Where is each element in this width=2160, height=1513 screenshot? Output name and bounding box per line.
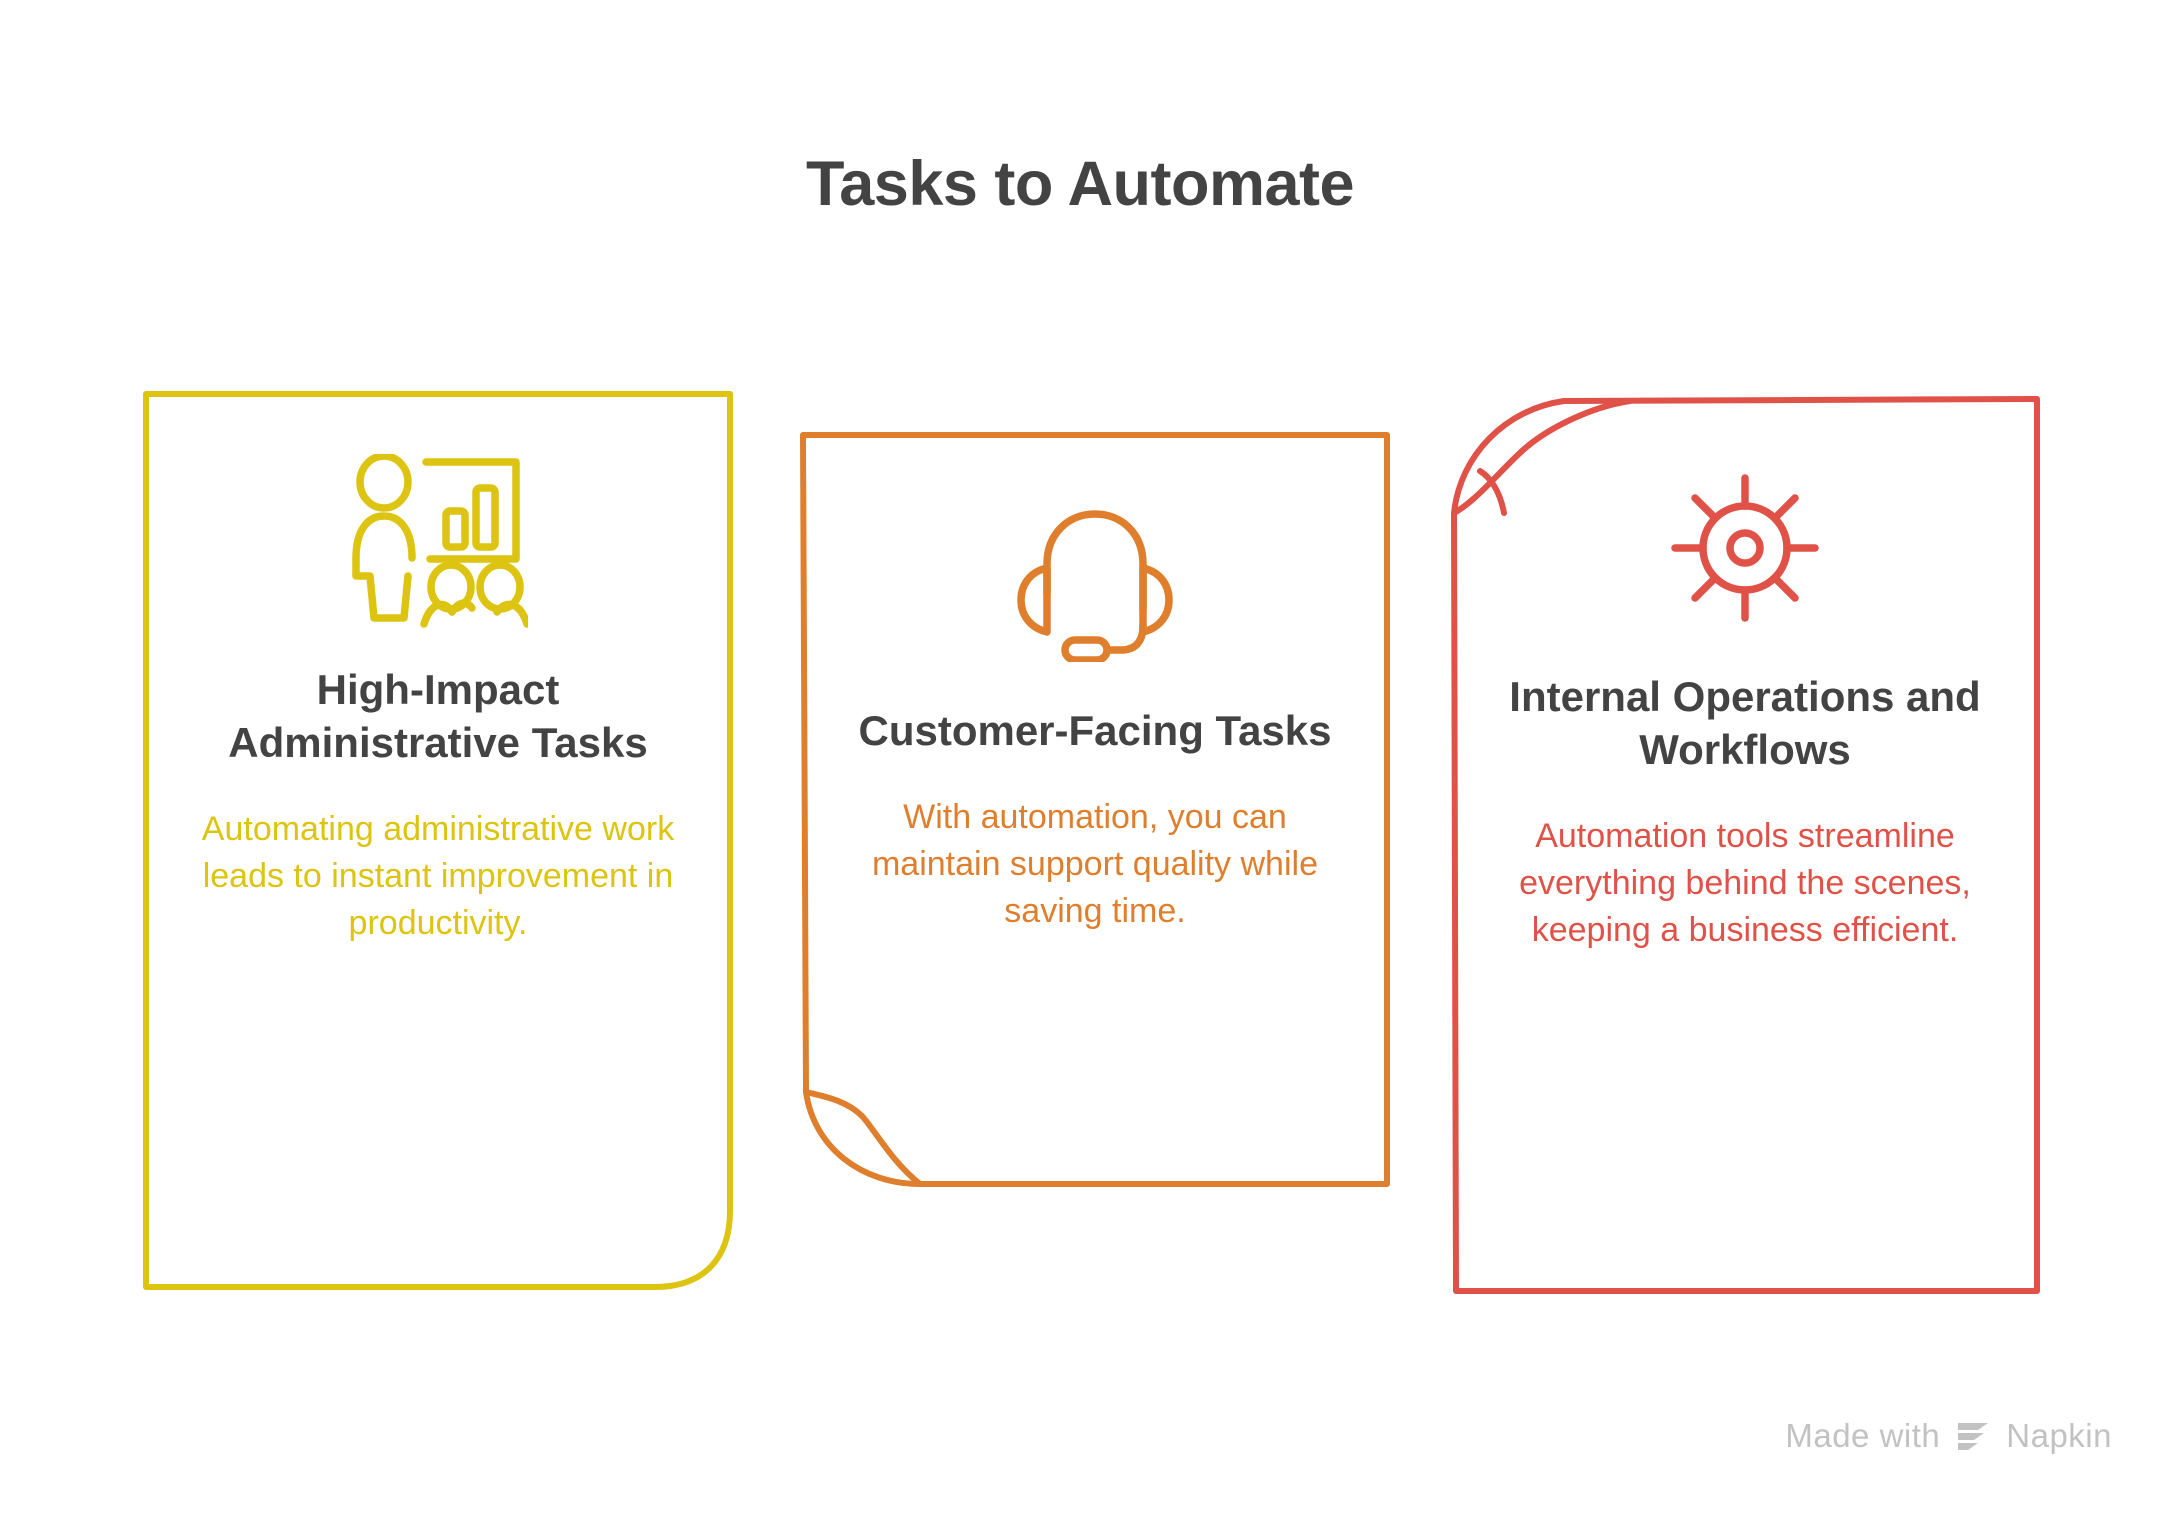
page-title: Tasks to Automate (805, 149, 1355, 219)
card-body-text: Automating administrative work leads to … (201, 809, 675, 942)
card-heading: High-Impact Administrative Tasks (228, 666, 648, 766)
card-high-impact-administrative-tasks[interactable]: High-Impact Administrative Tasks Automat… (143, 391, 733, 1291)
napkin-brand-label: Napkin (2006, 1417, 2112, 1454)
card-body-text: Automation tools streamline everything b… (1519, 816, 1971, 949)
card-customer-facing-tasks[interactable]: Customer-Facing Tasks With automation, y… (800, 432, 1390, 1195)
card-body-text: With automation, you can maintain suppor… (871, 797, 1318, 930)
made-with-label: Made with (1785, 1417, 1941, 1454)
presentation-person-icon (338, 446, 538, 636)
headset-icon (995, 487, 1195, 677)
card-heading: Customer-Facing Tasks (858, 707, 1332, 754)
napkin-logo-icon (1954, 1417, 1992, 1455)
made-with-napkin-watermark[interactable]: Made with Napkin (1785, 1417, 2112, 1455)
card-internal-operations-and-workflows[interactable]: Internal Operations and Workflows Automa… (1450, 395, 2040, 1295)
gear-sun-icon (1645, 453, 1845, 643)
card-heading: Internal Operations and Workflows (1509, 673, 1981, 773)
